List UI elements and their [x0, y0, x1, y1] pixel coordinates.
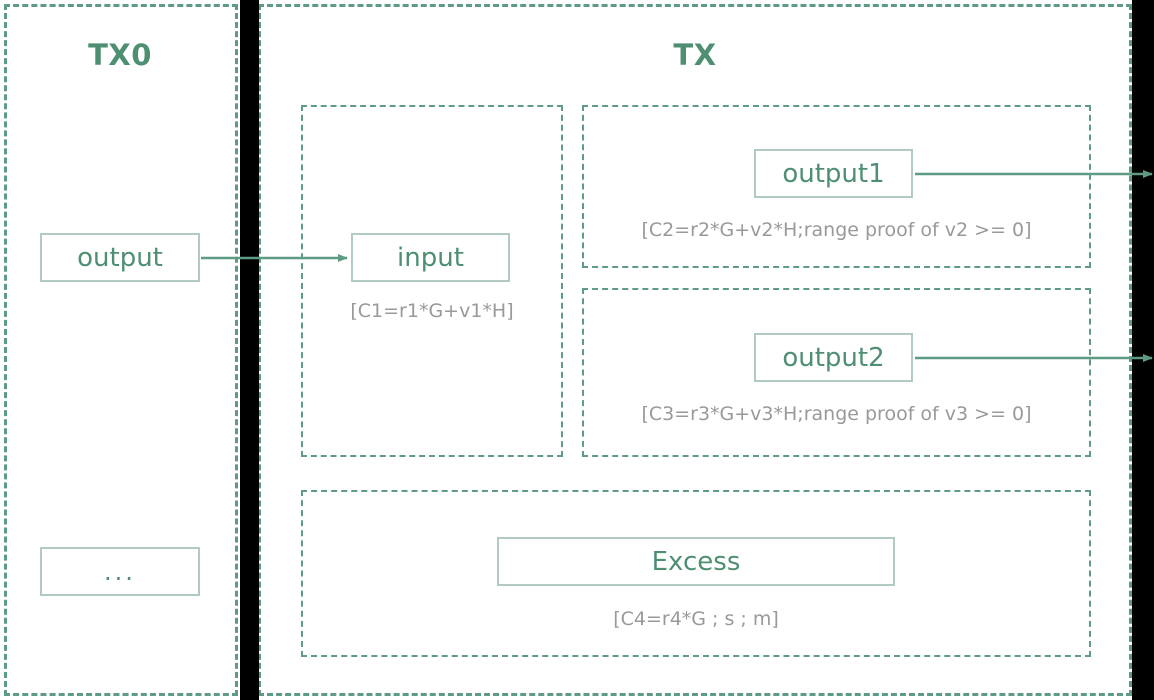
panel-tx — [258, 4, 1132, 696]
caption-excess-commitment: [C4=r4*G ; s ; m] — [613, 608, 779, 630]
panel-tx0 — [4, 4, 238, 696]
node-output[interactable]: output — [40, 233, 200, 282]
node-output2[interactable]: output2 — [754, 333, 913, 382]
panel-title-tx0: TX0 — [88, 38, 152, 72]
group-input — [301, 105, 563, 457]
group-output1 — [582, 105, 1091, 268]
panel-title-tx: TX — [673, 38, 717, 72]
node-output1[interactable]: output1 — [754, 149, 913, 198]
separator-bar-middle — [240, 0, 259, 700]
node-excess[interactable]: Excess — [497, 537, 895, 586]
caption-output1-commitment: [C2=r2*G+v2*H;range proof of v2 >= 0] — [641, 219, 1032, 241]
group-excess — [301, 490, 1091, 657]
group-output2 — [582, 288, 1091, 457]
caption-output2-commitment: [C3=r3*G+v3*H;range proof of v3 >= 0] — [641, 403, 1032, 425]
node-ellipsis[interactable]: ... — [40, 547, 200, 596]
node-input[interactable]: input — [351, 233, 510, 282]
separator-bar-right — [1132, 0, 1154, 700]
caption-input-commitment: [C1=r1*G+v1*H] — [350, 300, 514, 322]
